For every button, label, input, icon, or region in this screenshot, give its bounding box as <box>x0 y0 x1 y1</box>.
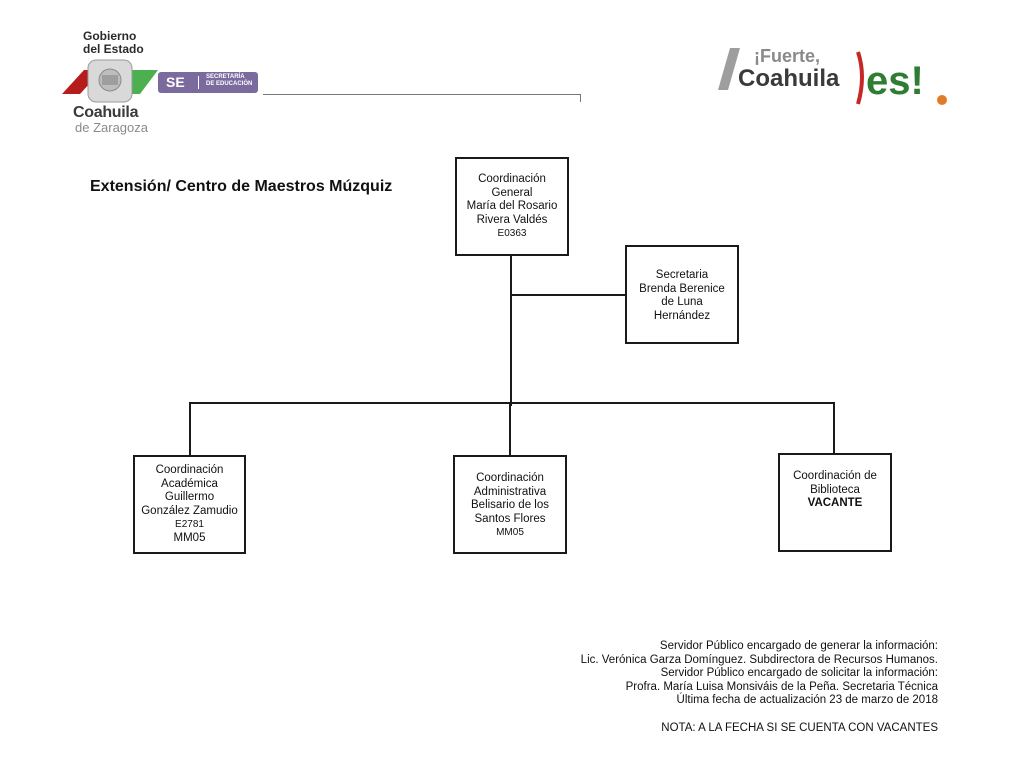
footer-line: Servidor Público encargado de generar la… <box>659 640 938 652</box>
connector-academica <box>189 402 191 456</box>
box-code: MM05 <box>496 527 524 538</box>
gobierno-line2: del Estado <box>83 42 144 56</box>
box-code: E0363 <box>497 228 527 239</box>
org-box-coordinacion-biblioteca: Coordinación de Biblioteca VACANTE <box>778 453 892 552</box>
se-subtitle: SECRETARÍA DE EDUCACIÓN <box>206 74 252 88</box>
box-line: de Luna <box>661 296 703 308</box>
box-line: Biblioteca <box>810 483 860 496</box>
org-box-coordinacion-administrativa: Coordinación Administrativa Belisario de… <box>453 455 567 554</box>
box-line: Rivera Valdés <box>476 213 548 226</box>
footer-nota: NOTA: A LA FECHA SI SE CUENTA CON VACANT… <box>661 721 938 734</box>
footer-line: Lic. Verónica Garza Domínguez. Subdirect… <box>580 653 938 666</box>
gobierno-logo-text: Gobierno del Estado <box>83 30 153 56</box>
box-line: Administrativa <box>473 485 547 498</box>
fuerte-logo-graphic: ¡Fuerte, Coahuila es! <box>718 46 947 105</box>
box-line: Secretaria <box>655 269 709 281</box>
box-line: General <box>491 186 533 199</box>
box-line: Belisario de los <box>471 499 549 511</box>
footer-line: Profra. María Luisa Monsiváis de la Peña… <box>625 680 938 693</box>
zaragoza-logo-text: de Zaragoza <box>75 120 148 135</box>
gobierno-line1: Gobierno <box>83 29 137 43</box>
header-rule <box>263 94 581 95</box>
fuerte-es: es! <box>866 59 924 103</box>
box-line: Guillermo <box>164 491 215 503</box>
fuerte-line1: ¡Fuerte, <box>754 46 820 66</box>
se-line2: DE EDUCACIÓN <box>206 81 253 87</box>
footer-info: Servidor Público encargado de generar la… <box>520 640 938 736</box>
connector-horizontal <box>189 402 835 404</box>
se-divider <box>198 76 199 89</box>
vacante-label: VACANTE <box>807 497 863 509</box>
box-line: González Zamudio <box>141 504 238 517</box>
se-label: SE <box>166 74 185 90</box>
footer-line: Servidor Público encargado de solicitar … <box>660 667 938 680</box>
box-code-2: MM05 <box>173 531 206 544</box>
fuerte-line2: Coahuila <box>738 65 840 92</box>
se-line1: SECRETARÍA <box>206 74 245 80</box>
fuerte-coahuila-logo: ¡Fuerte, Coahuila es! <box>716 42 960 114</box>
box-line: Hernández <box>653 309 711 322</box>
box-line: Brenda Berenice <box>639 282 725 295</box>
org-box-coordinacion-general: Coordinación General María del Rosario R… <box>455 157 569 256</box>
org-box-secretaria: Secretaria Brenda Berenice de Luna Herná… <box>625 245 739 344</box>
connector-biblioteca <box>833 402 835 454</box>
box-line: Coordinación de <box>793 470 877 482</box>
box-line: Coordinación <box>478 173 546 185</box>
connector-administrativa <box>509 402 511 456</box>
box-line: Coordinación <box>476 472 544 484</box>
box-code: E2781 <box>175 519 204 530</box>
se-badge: SE SECRETARÍA DE EDUCACIÓN <box>158 72 258 93</box>
connector-secretaria <box>512 294 626 296</box>
coat-of-arms-icon <box>62 59 158 103</box>
connector-main-vertical <box>510 254 512 406</box>
box-line: María del Rosario <box>466 200 558 212</box>
footer-line: Última fecha de actualización 23 de marz… <box>676 694 938 707</box>
box-line: Académica <box>161 477 218 490</box>
header-rule-tick <box>580 94 581 102</box>
box-line: Santos Flores <box>474 512 546 525</box>
page-title: Extensión/ Centro de Maestros Múzquiz <box>90 178 393 195</box>
coahuila-logo-text: Coahuila <box>73 104 139 121</box>
org-box-coordinacion-academica: Coordinación Académica Guillermo Gonzále… <box>133 455 246 554</box>
box-line: Coordinación <box>155 464 224 476</box>
